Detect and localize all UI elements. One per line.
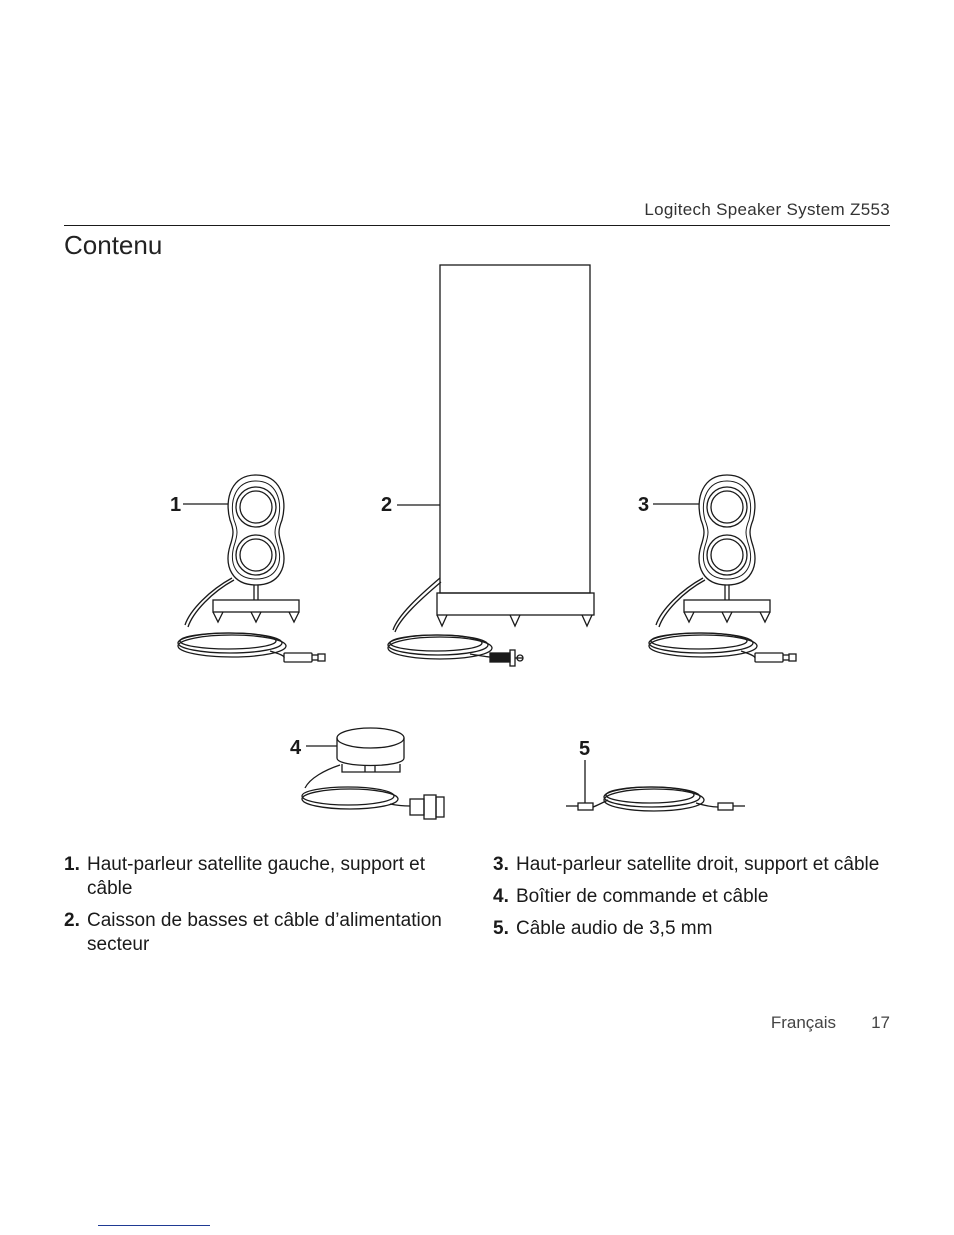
callout-number-2: 2 <box>381 494 392 516</box>
bottom-link-underline <box>98 1225 210 1226</box>
page-number: 17 <box>871 1013 890 1032</box>
list-item-number: 3. <box>493 854 509 875</box>
list-item-number: 5. <box>493 918 509 939</box>
page-title: Contenu <box>64 230 163 260</box>
list-item: 5. Câble audio de 3,5 mm <box>493 917 883 941</box>
list-item: 4. Boîtier de commande et câble <box>493 885 883 909</box>
footer-language: Français <box>770 1013 836 1032</box>
callout-number-3: 3 <box>638 494 649 516</box>
subwoofer-illustration <box>387 264 595 667</box>
list-item-text: Boîtier de commande et câble <box>516 886 769 907</box>
list-item-text: Caisson de basses et câble d’alimentatio… <box>87 910 442 955</box>
list-item-number: 4. <box>493 886 509 907</box>
left-satellite-speaker-illustration <box>177 474 326 663</box>
list-item-text: Haut-parleur satellite droit, support et… <box>516 854 880 875</box>
callout-number-5: 5 <box>579 738 590 760</box>
list-item: 1. Haut-parleur satellite gauche, suppor… <box>64 853 454 901</box>
right-satellite-speaker-illustration <box>648 474 797 663</box>
callout-number-1: 1 <box>170 494 181 516</box>
audio-cable-illustration <box>566 786 745 812</box>
control-pod-illustration <box>301 727 445 820</box>
list-item: 3. Haut-parleur satellite droit, support… <box>493 853 883 877</box>
list-item-number: 2. <box>64 910 80 931</box>
header-divider <box>64 225 890 226</box>
contents-list-right: 3. Haut-parleur satellite droit, support… <box>493 853 883 949</box>
list-item-text: Haut-parleur satellite gauche, support e… <box>87 854 425 899</box>
document-header-title: Logitech Speaker System Z553 <box>644 200 890 219</box>
list-item-number: 1. <box>64 854 80 875</box>
list-item: 2. Caisson de basses et câble d’alimenta… <box>64 909 454 957</box>
list-item-text: Câble audio de 3,5 mm <box>516 918 713 939</box>
contents-list-left: 1. Haut-parleur satellite gauche, suppor… <box>64 853 454 965</box>
callout-number-4: 4 <box>290 737 302 759</box>
